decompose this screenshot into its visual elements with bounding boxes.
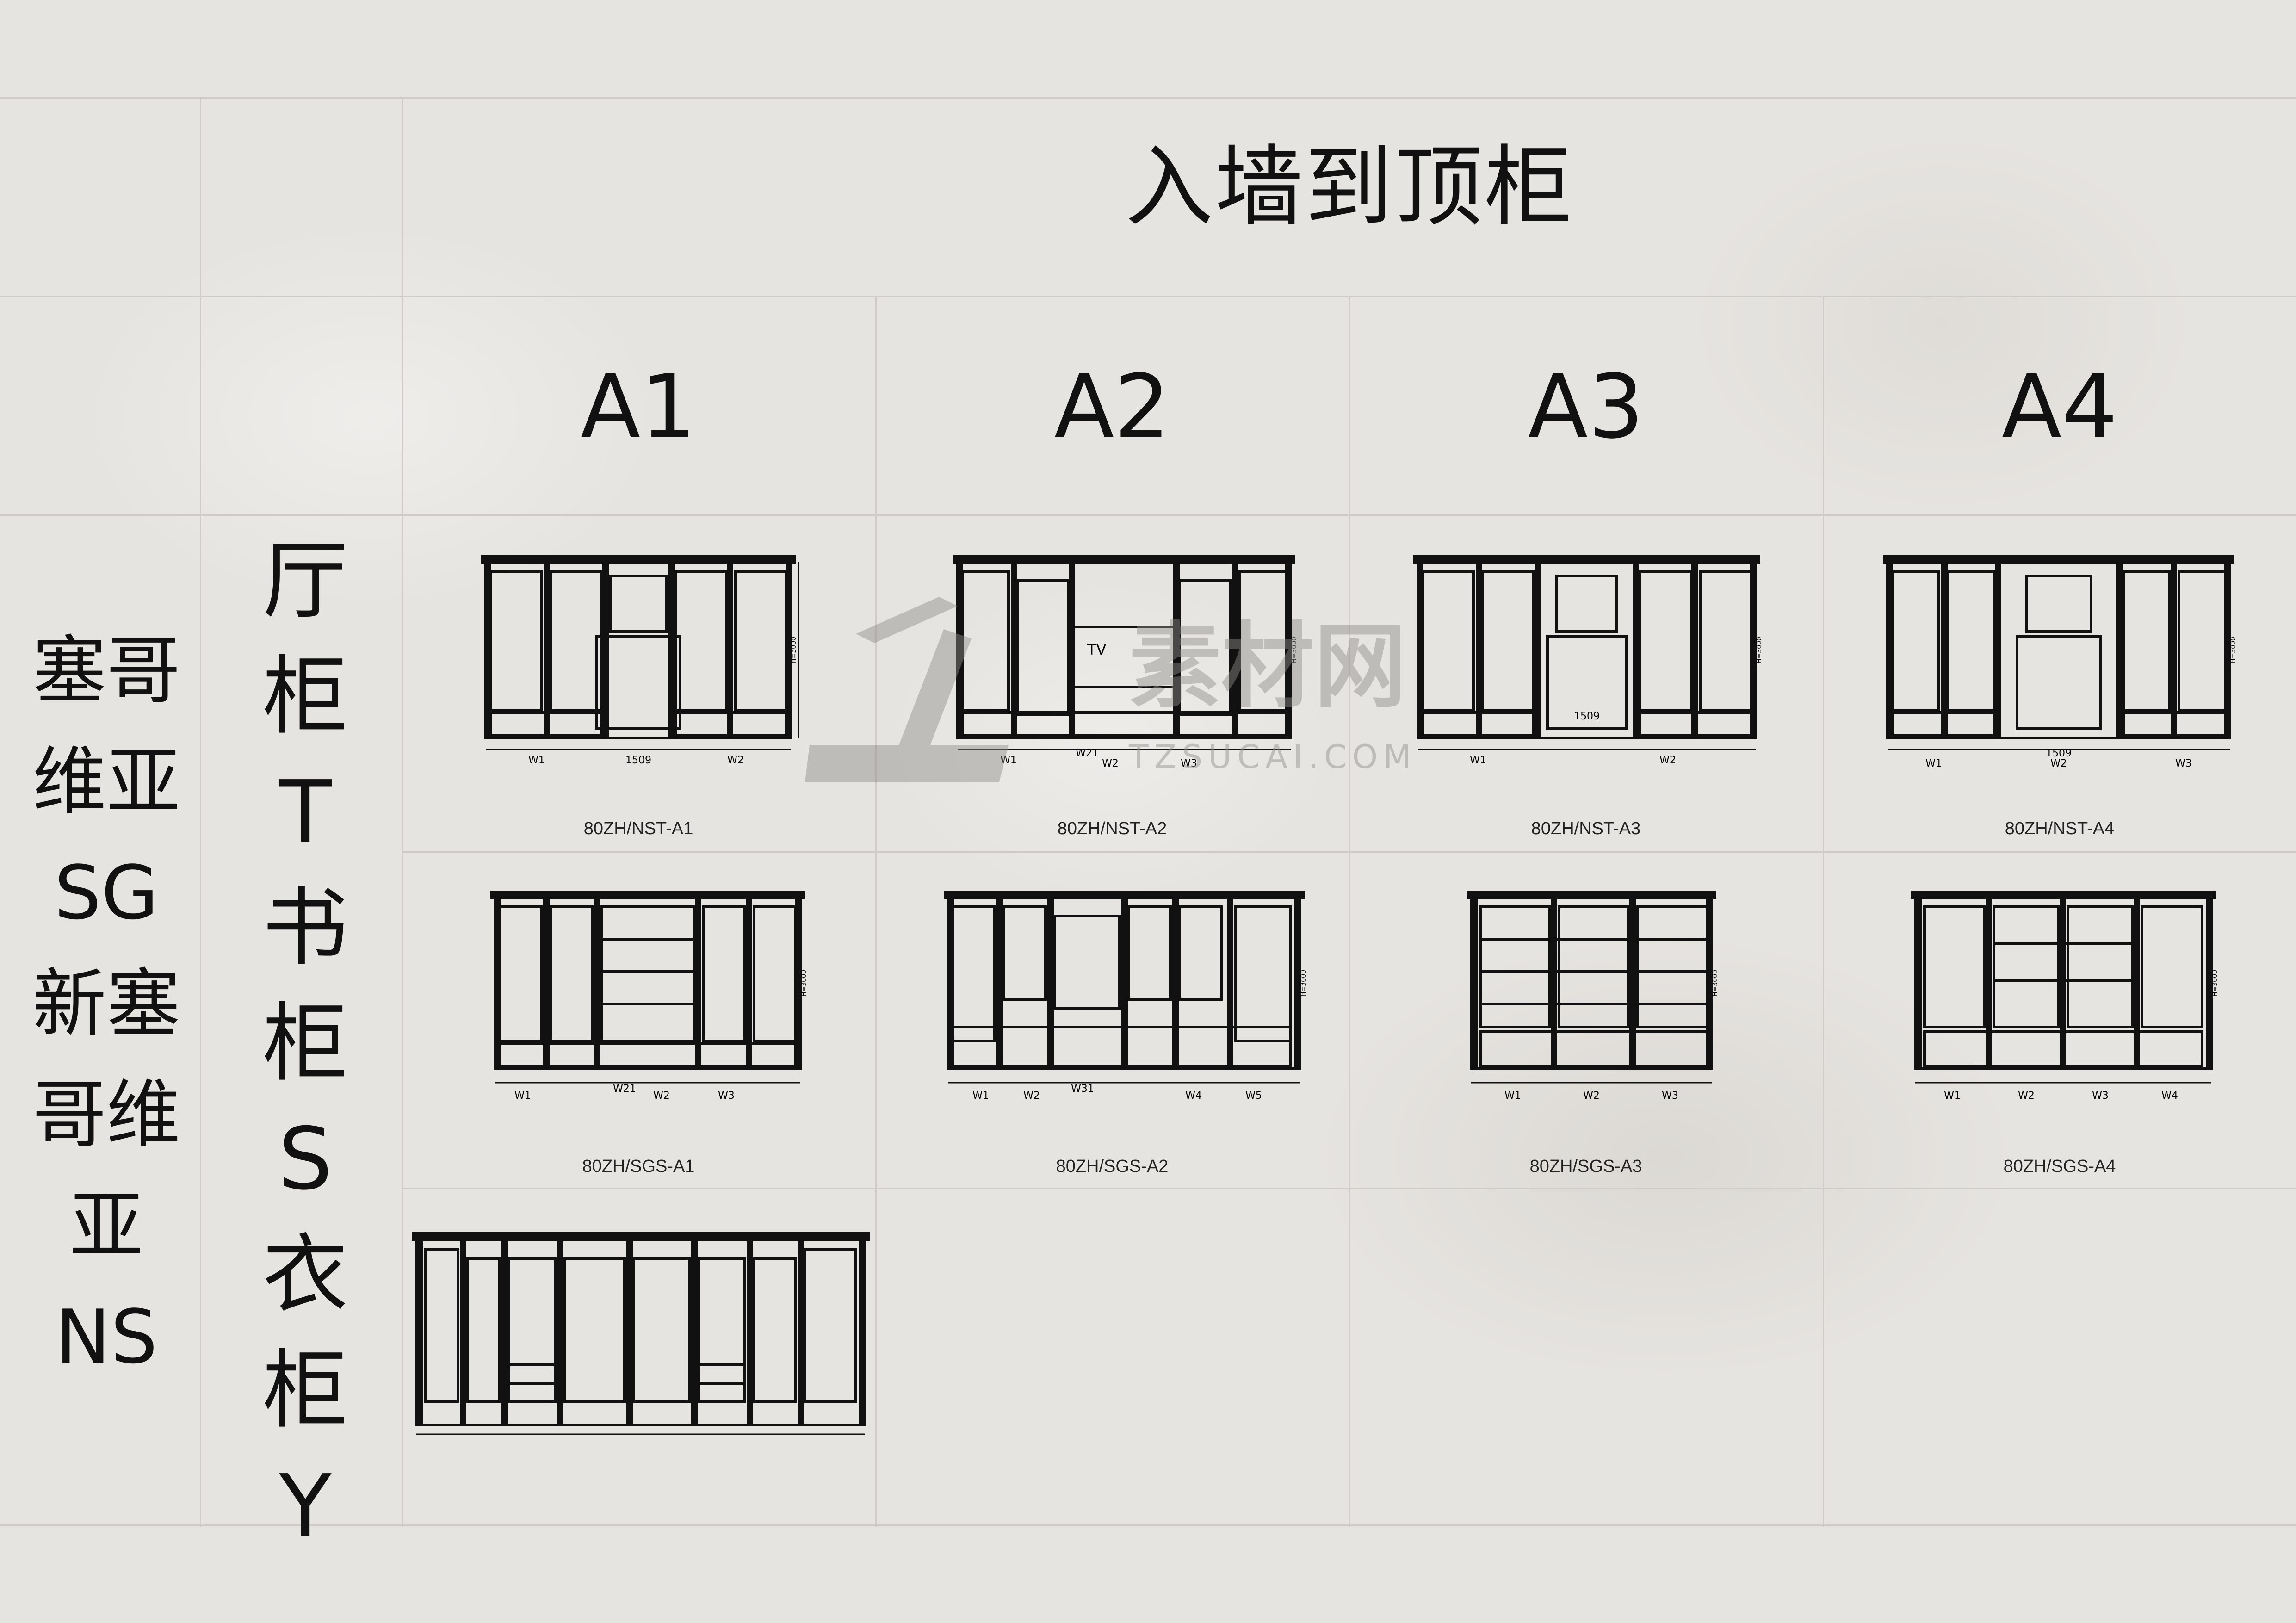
dimension-label: W4 bbox=[1185, 1090, 1202, 1102]
cabinet-drawing-sgs-a3: W1 W2 W3 H=3000 bbox=[1467, 891, 1719, 1102]
grid-line bbox=[0, 514, 2296, 516]
column-header-a4: A4 bbox=[2001, 356, 2118, 458]
dimension-label: W1 bbox=[1925, 758, 1942, 769]
dimension-label: W21 bbox=[1076, 748, 1099, 759]
height-label: H=3000 bbox=[1291, 637, 1298, 663]
category-label: 厅 柜 T 书 柜 S 衣 柜 Y bbox=[262, 531, 348, 1556]
dimension-label: W3 bbox=[1662, 1090, 1678, 1102]
dimension-label: W2 bbox=[2050, 758, 2067, 769]
dimension-label: W1 bbox=[1470, 755, 1486, 766]
height-label: H=3000 bbox=[2211, 970, 2219, 997]
cabinet-drawing-nst-a2: TV W1 W21 W2 W3 H=3000 bbox=[953, 555, 1298, 769]
cabinet-caption: 80ZH/SGS-A2 bbox=[1056, 1157, 1169, 1176]
cabinet-caption: 80ZH/SGS-A3 bbox=[1529, 1157, 1642, 1176]
dimension-label: W1 bbox=[1504, 1090, 1521, 1102]
cabinet-drawing-nst-a4: W1 1509 W2 W3 H=3000 bbox=[1883, 555, 2237, 769]
cabinet-caption: 80ZH/NST-A1 bbox=[583, 819, 693, 838]
height-label: H=3000 bbox=[1712, 970, 1719, 997]
cabinet-caption: 80ZH/SGS-A4 bbox=[2003, 1157, 2116, 1176]
cabinet-caption: 80ZH/SGS-A1 bbox=[582, 1157, 695, 1176]
grid-line bbox=[402, 97, 403, 1527]
dimension-label: W2 bbox=[653, 1090, 670, 1102]
dimension-label: W5 bbox=[1245, 1090, 1262, 1102]
dimension-label: W1 bbox=[528, 755, 545, 766]
height-label: H=3000 bbox=[2230, 637, 2237, 663]
dimension-label: W21 bbox=[613, 1083, 636, 1095]
tv-label: TV bbox=[1087, 641, 1107, 658]
cabinet-drawing-nst-a1: W1 1509 W2 H=3000 bbox=[481, 555, 799, 766]
grid-line bbox=[875, 296, 877, 1527]
cabinet-caption: 80ZH/NST-A4 bbox=[2005, 819, 2115, 838]
grid-line bbox=[402, 851, 2296, 853]
dimension-label: W1 bbox=[1944, 1090, 1961, 1102]
dimension-label: 1509 bbox=[2046, 748, 2072, 759]
cabinet-drawing-sgs-a1: W1 W21 W2 W3 H=3000 bbox=[490, 891, 808, 1102]
dimension-label: W3 bbox=[718, 1090, 735, 1102]
grid-line bbox=[0, 97, 2296, 99]
grid-line bbox=[0, 1524, 2296, 1526]
dimension-label: W2 bbox=[1583, 1090, 1600, 1102]
cabinet-drawing-sgs-a2: W1 W2 W31 W4 W5 H=3000 bbox=[944, 891, 1307, 1102]
page-title: 入墙到顶柜 bbox=[1125, 136, 1574, 238]
dimension-label: W2 bbox=[1102, 758, 1119, 769]
grid-line bbox=[1823, 296, 1824, 1527]
dimension-label: W3 bbox=[2092, 1090, 2109, 1102]
cabinet-drawing-sgs-a4: W1 W2 W3 W4 H=3000 bbox=[1911, 891, 2219, 1102]
dimension-label: W1 bbox=[1000, 755, 1017, 766]
column-header-a1: A1 bbox=[580, 356, 697, 458]
dimension-label: W1 bbox=[972, 1090, 989, 1102]
grid-line bbox=[200, 97, 201, 1527]
wardrobe-drawing bbox=[412, 1232, 870, 1435]
column-header-a3: A3 bbox=[1528, 356, 1644, 458]
cabinet-caption: 80ZH/NST-A2 bbox=[1057, 819, 1167, 838]
dimension-label: W4 bbox=[2161, 1090, 2178, 1102]
dimension-label: W2 bbox=[2018, 1090, 2035, 1102]
cabinet-drawing-nst-a3: W1 1509 W2 H=3000 bbox=[1413, 555, 1763, 766]
cabinet-caption: 80ZH/NST-A3 bbox=[1531, 819, 1641, 838]
height-label: H=3000 bbox=[790, 637, 798, 663]
height-label: H=3000 bbox=[1300, 970, 1307, 997]
dimension-label: W2 bbox=[727, 755, 744, 766]
height-label: H=3000 bbox=[800, 970, 808, 997]
dimension-label: W3 bbox=[2175, 758, 2192, 769]
dimension-label: W31 bbox=[1071, 1083, 1094, 1095]
height-label: H=3000 bbox=[1756, 637, 1763, 663]
dimension-label: W1 bbox=[514, 1090, 531, 1102]
dimension-label: W2 bbox=[1023, 1090, 1040, 1102]
series-label: 塞哥 维亚 SG 新塞 哥维 亚 NS bbox=[32, 627, 180, 1380]
dimension-label: 1509 bbox=[625, 755, 651, 766]
grid-line bbox=[0, 296, 2296, 297]
grid-line bbox=[402, 1188, 2296, 1189]
dimension-label: 1509 bbox=[1574, 711, 1600, 722]
column-header-a2: A2 bbox=[1054, 356, 1170, 458]
dimension-label: W3 bbox=[1181, 758, 1197, 769]
dimension-label: W2 bbox=[1659, 755, 1676, 766]
grid-line bbox=[1349, 296, 1350, 1527]
